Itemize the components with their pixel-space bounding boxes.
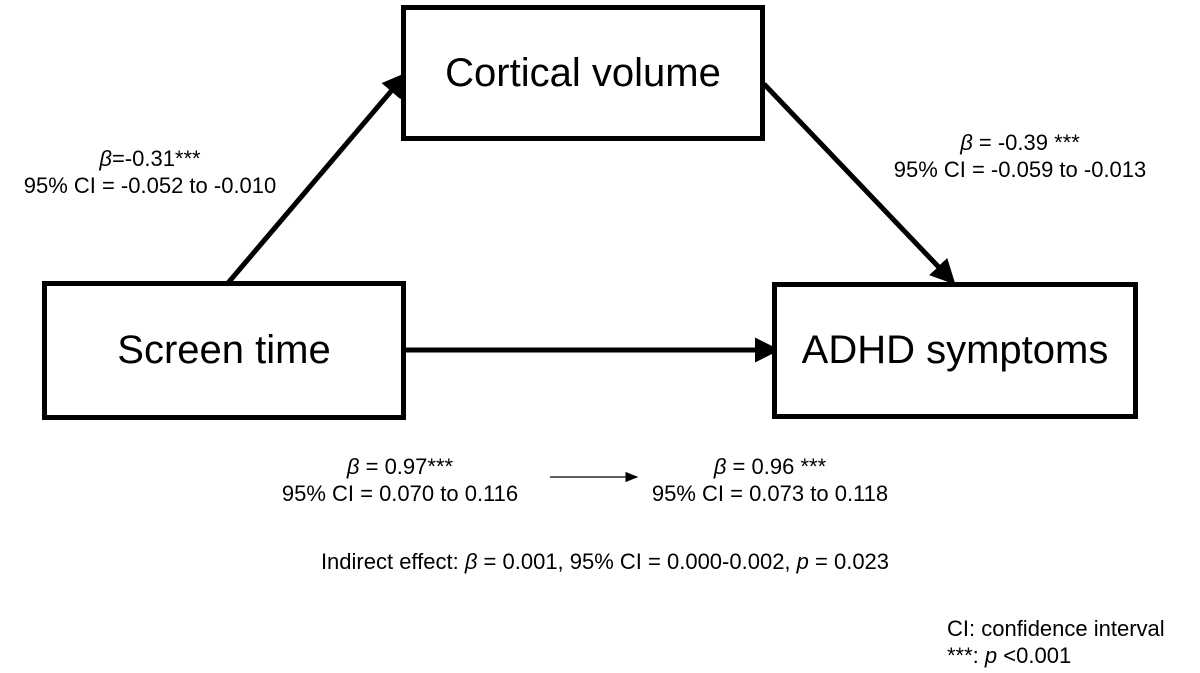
path-a-ci: 95% CI = -0.052 to -0.010 [23, 173, 277, 198]
path-c-total-beta-value: = 0.97*** [359, 454, 454, 479]
path-b-beta-symbol: β [960, 130, 973, 155]
path-b-beta-value: = -0.39 *** [972, 130, 1080, 155]
legend-sig-p: p [984, 643, 998, 668]
indirect-effect-beta-symbol: β [464, 549, 478, 574]
path-c-total-ci: 95% CI = 0.070 to 0.116 [281, 481, 519, 506]
path-a-beta-value: =-0.31*** [111, 146, 201, 171]
indirect-effect-p-text: = 0.023 [808, 549, 890, 574]
path-c-direct-stats: β = 0.96 *** 95% CI = 0.073 to 0.118 [615, 453, 925, 507]
indirect-effect-prefix: Indirect effect: [320, 549, 465, 574]
path-b-stats: β = -0.39 *** 95% CI = -0.059 to -0.013 [850, 129, 1190, 183]
legend-sig-prefix: ***: [947, 643, 985, 668]
legend-notes: CI: confidence interval ***: p <0.001 [947, 615, 1165, 669]
indirect-effect-beta-text: = 0.001, 95% CI = 0.000-0.002, [477, 549, 797, 574]
node-cortical-volume-label: Cortical volume [445, 50, 721, 95]
arrow-screen-to-cortical [226, 72, 408, 285]
path-c-total-beta-symbol: β [346, 454, 360, 479]
path-b-ci: 95% CI = -0.059 to -0.013 [893, 157, 1147, 182]
path-a-stats: β=-0.31*** 95% CI = -0.052 to -0.010 [0, 145, 300, 199]
path-c-direct-beta-symbol: β [713, 454, 727, 479]
node-cortical-volume: Cortical volume [401, 5, 765, 141]
indirect-effect: Indirect effect: β = 0.001, 95% CI = 0.0… [200, 548, 1010, 575]
path-c-total-stats: β = 0.97*** 95% CI = 0.070 to 0.116 [245, 453, 555, 507]
path-a-beta-symbol: β [99, 146, 112, 171]
node-screen-time-label: Screen time [117, 328, 331, 372]
path-c-direct-ci: 95% CI = 0.073 to 0.118 [651, 481, 889, 506]
arrow-cortical-to-adhd [762, 82, 956, 285]
legend-sig-text: <0.001 [997, 643, 1072, 668]
legend-ci-note: CI: confidence interval [947, 616, 1165, 641]
path-c-direct-beta-value: = 0.96 *** [726, 454, 827, 479]
indirect-effect-p-symbol: p [796, 549, 809, 574]
node-adhd-symptoms-label: ADHD symptoms [801, 328, 1109, 372]
node-adhd-symptoms: ADHD symptoms [772, 282, 1138, 419]
node-screen-time: Screen time [42, 281, 406, 420]
